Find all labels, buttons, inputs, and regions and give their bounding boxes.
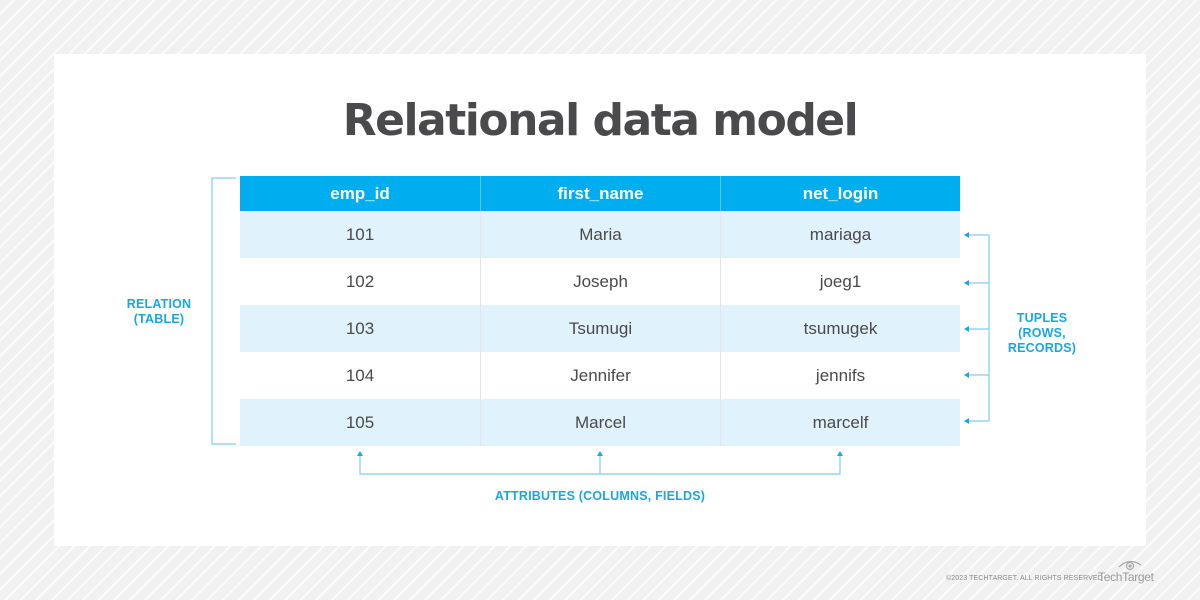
- cell-net-login: mariaga: [720, 211, 960, 258]
- cell-emp-id: 105: [345, 412, 375, 432]
- column-header-emp-id: emp_id: [330, 183, 390, 203]
- arrow-left-icon: [964, 372, 969, 378]
- arrow-left-icon: [964, 418, 969, 424]
- arrow-up-icon: [357, 451, 363, 456]
- attributes-label: ATTRIBUTES (COLUMNS, FIELDS): [494, 489, 706, 503]
- techtarget-logo-icon: [1118, 560, 1142, 571]
- cell-emp-id: 102: [345, 271, 375, 291]
- relation-label-line: (TABLE): [133, 312, 185, 326]
- page-title: Relational data model: [342, 95, 859, 146]
- tuples-label-line: TUPLES: [1016, 311, 1068, 325]
- tuples-label-line: RECORDS): [1007, 341, 1077, 355]
- table-row: 105 Marcel marcelf: [240, 399, 960, 446]
- column-header-net-login: net_login: [720, 176, 960, 211]
- relation-table: emp_id first_name net_login 101 Maria ma…: [240, 176, 960, 446]
- arrow-left-icon: [964, 232, 969, 238]
- brand-logo-text: TechTarget: [1098, 570, 1154, 584]
- table-row: 103 Tsumugi tsumugek: [240, 305, 960, 352]
- cell-first-name: Tsumugi: [480, 305, 720, 352]
- tuples-bracket-icon: [966, 234, 990, 422]
- cell-emp-id: 103: [345, 318, 375, 338]
- cell-net-login: tsumugek: [720, 305, 960, 352]
- arrow-up-icon: [597, 451, 603, 456]
- cell-emp-id: 104: [345, 365, 375, 385]
- table-row: 102 Joseph joeg1: [240, 258, 960, 305]
- relation-label-line: RELATION: [126, 297, 192, 311]
- column-header-first-name: first_name: [480, 176, 720, 211]
- cell-net-login: jennifs: [720, 352, 960, 399]
- tuples-label-line: (ROWS,: [1018, 326, 1066, 340]
- cell-net-login: joeg1: [720, 258, 960, 305]
- arrow-left-icon: [964, 280, 969, 286]
- relation-bracket-icon: [211, 177, 236, 445]
- cell-first-name: Jennifer: [480, 352, 720, 399]
- cell-first-name: Joseph: [480, 258, 720, 305]
- table-row: 104 Jennifer jennifs: [240, 352, 960, 399]
- cell-emp-id: 101: [345, 224, 375, 244]
- cell-first-name: Maria: [480, 211, 720, 258]
- table-row: 101 Maria mariaga: [240, 211, 960, 258]
- cell-net-login: marcelf: [720, 399, 960, 446]
- copyright-text: ©2023 TECHTARGET. ALL RIGHTS RESERVED: [946, 575, 1103, 582]
- arrow-left-icon: [964, 326, 969, 332]
- tuples-label: TUPLES (ROWS, RECORDS): [1002, 311, 1082, 356]
- table-header-row: emp_id first_name net_login: [240, 176, 960, 211]
- relation-label: RELATION (TABLE): [118, 297, 200, 327]
- cell-first-name: Marcel: [480, 399, 720, 446]
- arrow-up-icon: [837, 451, 843, 456]
